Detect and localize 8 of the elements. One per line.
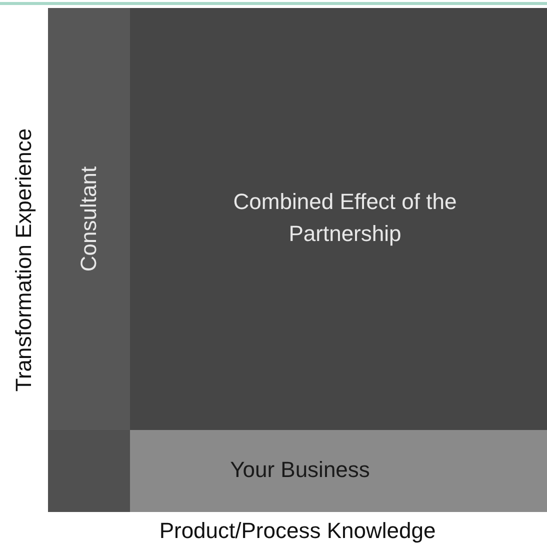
corner-box — [48, 430, 130, 512]
area-label: Combined Effect of the Partnership — [232, 188, 458, 248]
row-band — [130, 430, 547, 512]
area-label: Your Business — [229, 457, 371, 483]
axis-title: Transformation Experience — [11, 128, 37, 392]
column-band — [48, 8, 130, 430]
axis-title: Product/Process Knowledge — [158, 518, 437, 544]
area-label: Consultant — [76, 166, 102, 272]
